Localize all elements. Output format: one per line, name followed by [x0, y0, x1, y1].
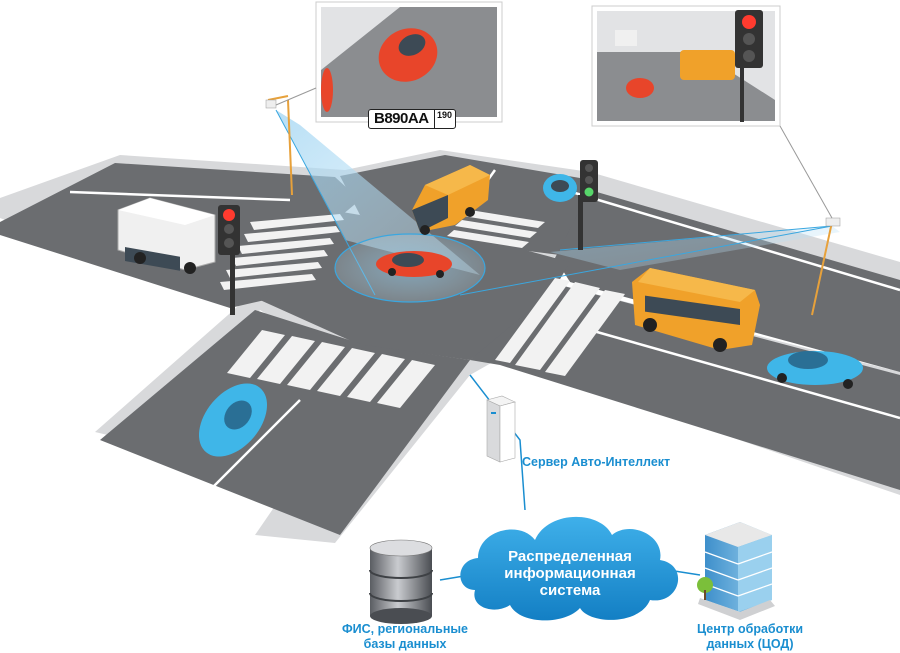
center-label-line2: данных (ЦОД) — [706, 637, 794, 651]
car-red — [376, 251, 452, 278]
snapshot-inset-plate — [315, 1, 503, 123]
traffic-light-icon — [578, 160, 598, 250]
cloud-label-line1: Распределенная — [508, 548, 632, 565]
car-blue-bottom — [198, 383, 268, 457]
car-blue-right — [767, 351, 863, 389]
bus-white — [117, 197, 216, 274]
database-icon — [369, 539, 433, 624]
camera-icon — [265, 95, 293, 196]
cloud-icon — [460, 516, 679, 621]
traffic-camera-inset — [591, 5, 781, 127]
server-icon — [486, 395, 516, 463]
camera-beams — [275, 109, 840, 296]
camera-icon — [811, 217, 841, 316]
server-label-text: Сервер Авто-Интеллект — [522, 455, 671, 469]
crosswalks — [220, 210, 625, 408]
plate-region: 190 — [433, 110, 452, 128]
car-blue-top — [543, 174, 577, 202]
fis-label: ФИС, региональные базы данных — [335, 622, 475, 652]
cloud-label: Распределенная информационная система — [490, 548, 650, 599]
license-plate: В890АА 190 — [368, 109, 456, 129]
traffic-light-icon — [218, 205, 240, 315]
center-label: Центр обработки данных (ЦОД) — [680, 622, 820, 652]
bus-orange-right — [632, 268, 760, 352]
cloud-label-line3: система — [539, 582, 601, 599]
fis-label-line2: базы данных — [363, 637, 447, 651]
cloud-label-line2: информационная — [504, 565, 636, 582]
server-label: Сервер Авто-Интеллект — [522, 455, 670, 470]
fis-label-line1: ФИС, региональные — [341, 622, 469, 636]
plate-number: В890АА — [374, 110, 429, 127]
bus-orange-top — [412, 165, 490, 235]
center-label-line1: Центр обработки — [696, 622, 804, 636]
building-icon — [697, 522, 775, 620]
